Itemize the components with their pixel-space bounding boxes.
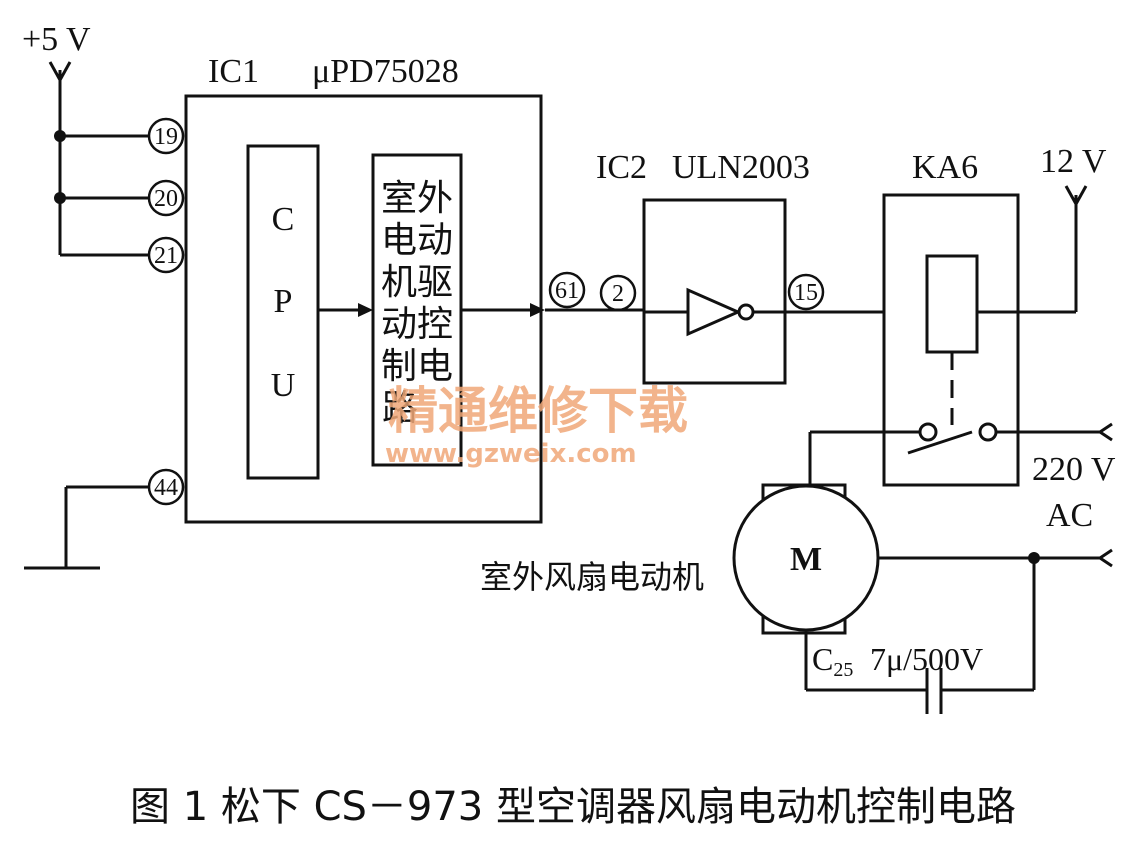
supply-5v-symbol <box>48 61 72 255</box>
svg-text:15: 15 <box>794 280 818 306</box>
ic2-name: IC2 <box>596 149 647 186</box>
svg-text:44: 44 <box>154 475 178 501</box>
svg-text:20: 20 <box>154 186 178 212</box>
pin-15: 15 <box>787 273 825 311</box>
relay-coil <box>925 254 979 354</box>
mains-voltage-label: 220 V <box>1032 451 1116 488</box>
ground-symbol <box>24 485 148 570</box>
driver-text-line1: 室外 <box>381 178 453 219</box>
pin-21: 21 <box>147 236 185 274</box>
ic2-box <box>642 198 787 385</box>
motor-label: 室外风扇电动机 <box>480 558 704 596</box>
ac-terminal-bottom <box>1097 548 1113 568</box>
driver-text-line5: 制电 <box>381 346 453 387</box>
arrow-head <box>358 303 373 317</box>
pin-20: 20 <box>147 179 185 217</box>
watermark-url: www.gzweix.com <box>385 439 637 469</box>
supply-12v-label: 12 V <box>1040 143 1107 180</box>
driver-text-line3: 机驱 <box>381 262 453 303</box>
mains-type-label: AC <box>1046 497 1093 534</box>
supply-12v-symbol <box>1064 185 1088 312</box>
pin-44: 44 <box>147 468 185 506</box>
cpu-block <box>246 144 320 480</box>
svg-text:19: 19 <box>154 124 178 150</box>
relay-contact <box>907 422 998 455</box>
ic2-part: ULN2003 <box>672 149 810 186</box>
inverter-bubble <box>737 303 755 321</box>
driver-text-line4: 动控 <box>381 304 453 345</box>
ic1-part: μPD75028 <box>312 53 459 90</box>
cpu-letter-u: U <box>271 367 296 404</box>
driver-text-line2: 电动 <box>381 220 453 261</box>
supply-5v-label: +5 V <box>22 21 91 58</box>
driver-text-line6: 路 <box>382 388 418 429</box>
figure-caption: 图 1 松下 CS－973 型空调器风扇电动机控制电路 <box>130 784 1016 830</box>
pin-2: 2 <box>599 274 637 312</box>
svg-text:61: 61 <box>555 278 579 304</box>
ac-terminal-top <box>1097 422 1113 442</box>
capacitor-label: C25 <box>812 641 853 681</box>
capacitor-value: 7μ/500V <box>870 641 983 677</box>
pin-61: 61 <box>548 271 586 309</box>
inverter-symbol <box>686 287 742 337</box>
cpu-letter-c: C <box>272 201 295 238</box>
motor-letter: M <box>790 541 822 578</box>
svg-text:21: 21 <box>154 243 178 269</box>
cpu-letter-p: P <box>274 283 293 320</box>
arrow-head <box>530 303 545 317</box>
pin-19: 19 <box>147 117 185 155</box>
svg-text:2: 2 <box>612 281 624 307</box>
watermark-cn: 精通维修下载 <box>388 382 688 440</box>
relay-name: KA6 <box>912 149 978 186</box>
ic1-name: IC1 <box>208 53 259 90</box>
